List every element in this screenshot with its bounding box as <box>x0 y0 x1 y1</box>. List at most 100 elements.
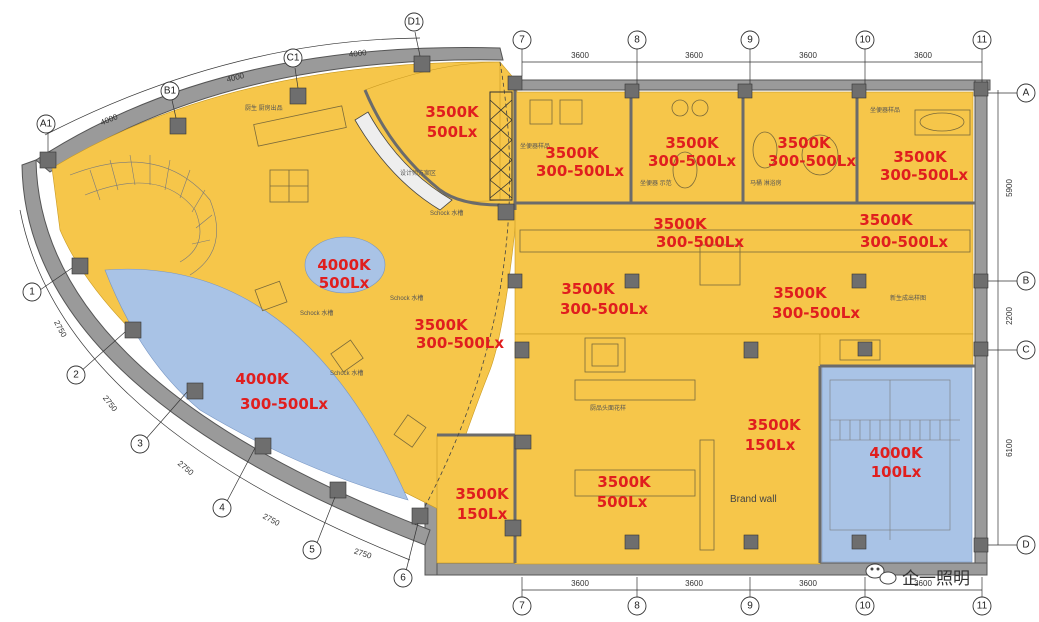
dim-bottom-1: 3600 <box>571 579 589 588</box>
zone-lux: 300-500Lx <box>536 162 624 180</box>
axis-left-4: 4 <box>219 503 225 514</box>
exterior-walls <box>21 47 991 576</box>
zone-cct: 3500K <box>597 473 652 491</box>
axis-right-B: B <box>1023 276 1030 287</box>
svg-text:厨生 厨房出品: 厨生 厨房出品 <box>245 104 283 112</box>
zone-lux: 300-500Lx <box>416 334 504 352</box>
axis-bubbles <box>22 12 1036 616</box>
zone-lux: 300-500Lx <box>772 304 860 322</box>
zone-label: 3500K 500Lx <box>425 103 480 141</box>
zone-lux: 150Lx <box>745 436 796 454</box>
watermark: 企一照明 <box>865 563 970 589</box>
svg-text:厨品头面花样: 厨品头面花样 <box>590 404 626 412</box>
axis-left-5: 5 <box>309 545 315 556</box>
axis-bottom-9: 9 <box>747 601 753 612</box>
zone-cct: 3500K <box>653 215 708 233</box>
svg-text:坐便器样品: 坐便器样品 <box>520 142 550 150</box>
dim-bottom-2: 3600 <box>685 579 703 588</box>
svg-text:马桶 淋浴房: 马桶 淋浴房 <box>750 179 782 187</box>
axis-left-6: 6 <box>400 573 406 584</box>
zone-lux: 500Lx <box>427 123 478 141</box>
axis-curved-D1: D1 <box>408 17 421 28</box>
zone-lux: 300-500Lx <box>656 233 744 251</box>
svg-text:坐便器样品: 坐便器样品 <box>870 106 900 114</box>
room-small-labels: 厨生 厨房出品 设计师方案区 坐便器样品 坐便器 示范 马桶 淋浴房 坐便器样品… <box>245 104 926 412</box>
zone-cct: 3500K <box>747 416 802 434</box>
axis-curved-B1: B1 <box>164 86 177 97</box>
dim-left-3: 2750 <box>176 459 196 478</box>
axis-bottom-7: 7 <box>519 601 525 612</box>
zone-cct: 4000K <box>235 370 290 388</box>
zone-label: 3500K 300-500Lx <box>859 211 948 251</box>
axis-top-11: 11 <box>977 35 988 46</box>
zone-cct: 3500K <box>455 485 510 503</box>
svg-text:Schock 水槽: Schock 水槽 <box>390 294 423 302</box>
dim-left-4: 2750 <box>261 512 281 529</box>
dim-left-5: 2750 <box>353 547 373 561</box>
zone-cct: 3500K <box>425 103 480 121</box>
axis-right-A: A <box>1023 88 1030 99</box>
zone-label: 3500K 300-500Lx <box>772 284 860 322</box>
zone-lux: 300-500Lx <box>768 152 856 170</box>
columns <box>39 55 989 553</box>
dim-bottom-3: 3600 <box>799 579 817 588</box>
wechat-icon <box>865 563 897 585</box>
bottom-dimensions: 3600 3600 3600 3600 <box>571 579 932 588</box>
zone-lux: 300-500Lx <box>860 233 948 251</box>
zone-label: 3500K 300-500Lx <box>560 280 648 318</box>
axis-bottom-8: 8 <box>634 601 640 612</box>
top-dimensions: 3600 3600 3600 3600 <box>571 51 932 60</box>
right-dimensions: 5900 2200 6100 <box>1005 179 1014 457</box>
svg-text:Schock 水槽: Schock 水槽 <box>330 369 363 377</box>
dim-top-3: 3600 <box>799 51 817 60</box>
curve-guide <box>414 61 511 526</box>
zone-label: 3500K 500Lx <box>597 473 652 511</box>
zone-cct: 3500K <box>561 280 616 298</box>
zone-cct: 3500K <box>665 134 720 152</box>
dim-top-2: 3600 <box>685 51 703 60</box>
zone-label: 3500K 150Lx <box>745 416 802 454</box>
zone-cct: 3500K <box>859 211 914 229</box>
hatched-cabinet <box>489 91 513 201</box>
dim-left-2: 2750 <box>101 394 119 414</box>
dim-right-2: 2200 <box>1005 307 1014 325</box>
zone-cct: 4000K <box>317 256 372 274</box>
axis-right-C: C <box>1022 345 1029 356</box>
axis-top-8: 8 <box>634 35 640 46</box>
axis-top-9: 9 <box>747 35 753 46</box>
zone-lux: 300-500Lx <box>560 300 648 318</box>
zone-lux: 500Lx <box>597 493 648 511</box>
axis-left-2: 2 <box>73 370 79 381</box>
zone-cct: 3500K <box>414 316 469 334</box>
zone-lux: 500Lx <box>319 274 370 292</box>
zone-cct: 3500K <box>773 284 828 302</box>
dim-bottom-4: 3600 <box>914 579 932 588</box>
zone-cct: 3500K <box>545 144 600 162</box>
dim-top-4: 3600 <box>914 51 932 60</box>
svg-text:坐便器 示范: 坐便器 示范 <box>640 179 672 187</box>
zone-cct: 4000K <box>869 444 924 462</box>
axis-labels: 7 8 9 10 11 7 8 9 10 11 A B C D A1 B1 C1… <box>29 17 1029 612</box>
axis-left-1: 1 <box>29 287 35 298</box>
furniture <box>253 99 971 551</box>
cool-zones <box>104 236 973 563</box>
spiral-stair <box>69 154 217 276</box>
axis-left-3: 3 <box>137 439 143 450</box>
interior-walls <box>363 89 975 563</box>
stair <box>829 379 960 540</box>
axis-curved-C1: C1 <box>287 53 300 64</box>
svg-text:设计师方案区: 设计师方案区 <box>400 169 436 177</box>
axis-bottom-11: 11 <box>977 601 988 612</box>
dim-curved-2: 4000 <box>226 71 246 84</box>
curved-counter <box>354 111 453 211</box>
